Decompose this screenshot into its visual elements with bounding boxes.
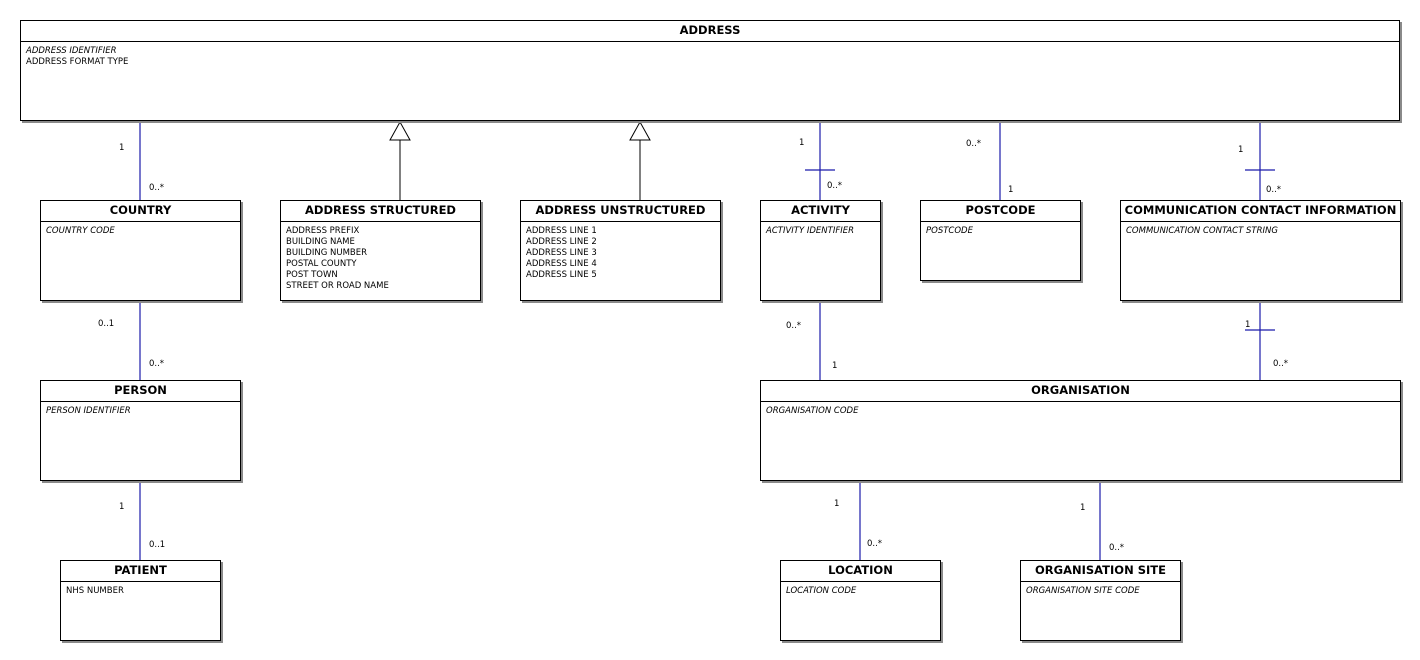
multiplicity-label: 0..1 (149, 540, 166, 550)
entity-organisation[interactable]: ORGANISATION ORGANISATION CODE (760, 380, 1401, 481)
entity-title: ACTIVITY (761, 201, 880, 222)
multiplicity-label: 0..* (1273, 359, 1289, 369)
entity-attribute: BUILDING NAME (286, 237, 355, 247)
entity-key-attribute: POSTCODE (926, 226, 973, 236)
entity-title: LOCATION (781, 561, 940, 582)
multiplicity-label: 0..1 (98, 319, 115, 329)
entity-title: PERSON (41, 381, 240, 402)
entity-title: PATIENT (61, 561, 220, 582)
entity-key-attribute: COUNTRY CODE (46, 226, 115, 236)
multiplicity-label: 1 (799, 138, 805, 148)
multiplicity-label: 0..* (1109, 543, 1125, 553)
entity-key-attribute: LOCATION CODE (786, 586, 857, 596)
multiplicity-label: 0..* (966, 139, 982, 149)
entity-activity[interactable]: ACTIVITY ACTIVITY IDENTIFIER (760, 200, 881, 301)
entity-title: ADDRESS UNSTRUCTURED (521, 201, 720, 222)
entity-attribute: POST TOWN (286, 270, 338, 280)
entity-attribute: ADDRESS LINE 3 (526, 248, 597, 258)
multiplicity-label: 0..* (827, 181, 843, 191)
entity-communication-contact-information[interactable]: COMMUNICATION CONTACT INFORMATION COMMUN… (1120, 200, 1401, 301)
multiplicity-label: 0..* (867, 539, 883, 549)
entity-key-attribute: PERSON IDENTIFIER (46, 406, 131, 416)
entity-person[interactable]: PERSON PERSON IDENTIFIER (40, 380, 241, 481)
entity-attribute: BUILDING NUMBER (286, 248, 368, 258)
entity-title: ADDRESS (21, 21, 1399, 42)
entity-postcode[interactable]: POSTCODE POSTCODE (920, 200, 1081, 281)
entity-key-attribute: ORGANISATION CODE (766, 406, 859, 416)
generalization-unstructured-arrow (629, 120, 651, 141)
multiplicity-label: 1 (1008, 185, 1014, 195)
entity-attribute: ADDRESS LINE 5 (526, 270, 597, 280)
entity-address[interactable]: ADDRESS ADDRESS IDENTIFIER ADDRESS FORMA… (20, 20, 1400, 121)
entity-key-attribute: COMMUNICATION CONTACT STRING (1126, 226, 1278, 236)
entity-address-unstructured[interactable]: ADDRESS UNSTRUCTURED ADDRESS LINE 1 ADDR… (520, 200, 721, 301)
entity-key-attribute: ADDRESS IDENTIFIER (26, 46, 117, 56)
entity-key-attribute: ACTIVITY IDENTIFIER (766, 226, 855, 236)
generalization-structured-arrow (389, 120, 411, 141)
multiplicity-label: 0..* (786, 321, 802, 331)
multiplicity-label: 1 (1238, 145, 1244, 155)
multiplicity-label: 0..* (1266, 185, 1282, 195)
entity-country[interactable]: COUNTRY COUNTRY CODE (40, 200, 241, 301)
entity-attribute: NHS NUMBER (66, 586, 124, 596)
multiplicity-label: 1 (1080, 503, 1086, 513)
multiplicity-label: 1 (834, 499, 840, 509)
entity-address-structured[interactable]: ADDRESS STRUCTURED ADDRESS PREFIX BUILDI… (280, 200, 481, 301)
multiplicity-label: 1 (832, 361, 838, 371)
multiplicity-label: 1 (119, 143, 125, 153)
entity-key-attribute: ORGANISATION SITE CODE (1026, 586, 1140, 596)
multiplicity-label: 0..* (149, 183, 165, 193)
entity-title: POSTCODE (921, 201, 1080, 222)
entity-title: COUNTRY (41, 201, 240, 222)
entity-attribute: ADDRESS LINE 1 (526, 226, 597, 236)
entity-title: COMMUNICATION CONTACT INFORMATION (1121, 201, 1400, 222)
entity-attribute: ADDRESS FORMAT TYPE (26, 57, 129, 67)
entity-location[interactable]: LOCATION LOCATION CODE (780, 560, 941, 641)
entity-attribute: STREET OR ROAD NAME (286, 281, 389, 291)
entity-organisation-site[interactable]: ORGANISATION SITE ORGANISATION SITE CODE (1020, 560, 1181, 641)
entity-title: ORGANISATION SITE (1021, 561, 1180, 582)
entity-attribute: ADDRESS PREFIX (286, 226, 360, 236)
entity-attribute: POSTAL COUNTY (286, 259, 357, 269)
entity-title: ORGANISATION (761, 381, 1400, 402)
entity-title: ADDRESS STRUCTURED (281, 201, 480, 222)
multiplicity-label: 1 (119, 502, 125, 512)
entity-patient[interactable]: PATIENT NHS NUMBER (60, 560, 221, 641)
entity-attribute: ADDRESS LINE 4 (526, 259, 597, 269)
multiplicity-label: 0..* (149, 359, 165, 369)
entity-attribute: ADDRESS LINE 2 (526, 237, 597, 247)
multiplicity-label: 1 (1245, 320, 1251, 330)
